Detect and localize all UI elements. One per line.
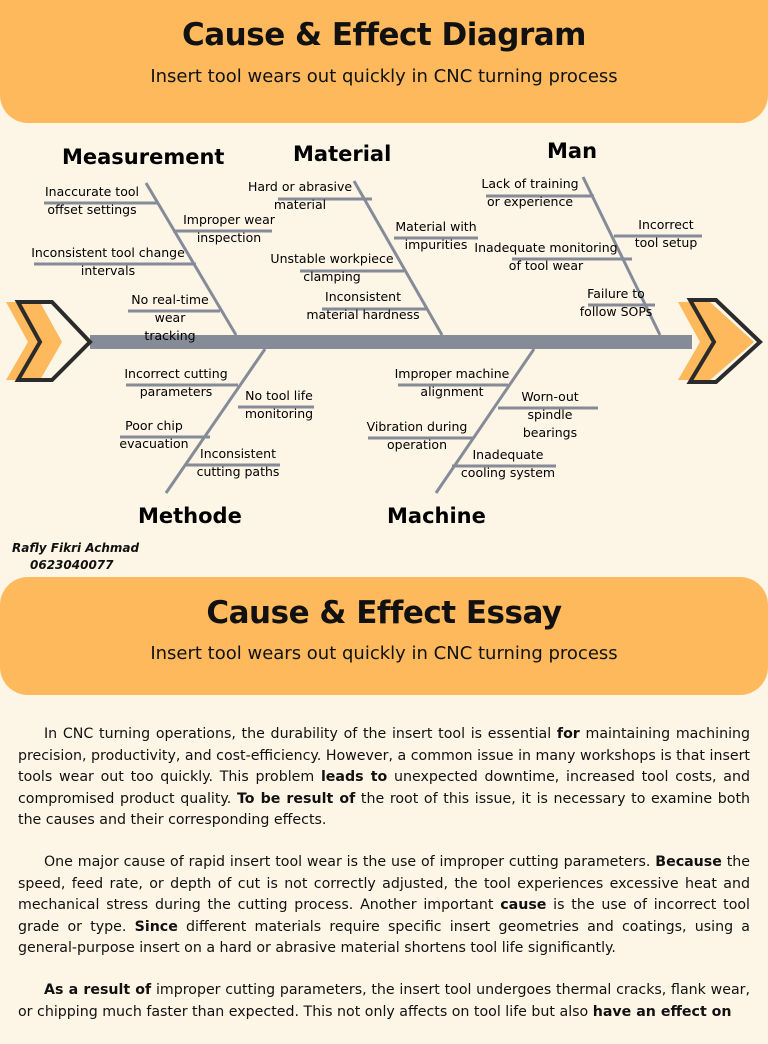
bone-measurement: [144, 182, 238, 336]
author-id: 0623040077: [30, 558, 114, 572]
category-material: Material: [293, 142, 391, 166]
author-info: Rafly Fikri Achmad 0623040077: [12, 540, 139, 574]
essay-body: In CNC turning operations, the durabilit…: [18, 724, 750, 1044]
essay-subtitle: Insert tool wears out quickly in CNC tur…: [150, 643, 618, 664]
fishbone-diagram: Measurement Material Man Methode Machine…: [6, 139, 763, 528]
category-measurement: Measurement: [62, 145, 224, 169]
essay-paragraph: One major cause of rapid insert tool wea…: [18, 854, 751, 956]
category-methode: Methode: [138, 504, 242, 528]
tail-arrow-icon: [6, 302, 62, 380]
diagram-title: Cause & Effect Diagram: [182, 17, 586, 53]
category-man: Man: [547, 139, 597, 163]
author-name: Rafly Fikri Achmad: [12, 541, 140, 555]
diagram-subtitle: Insert tool wears out quickly in CNC tur…: [150, 66, 618, 87]
essay-paragraph: In CNC turning operations, the durabilit…: [18, 726, 751, 828]
bone-methode: [164, 348, 267, 494]
category-machine: Machine: [387, 504, 486, 528]
diagram-header: Cause & Effect Diagram Insert tool wears…: [0, 0, 768, 123]
tail-arrow-outline: [14, 300, 93, 382]
bone-machine: [434, 348, 536, 494]
bone-man: [581, 176, 662, 336]
essay-paragraph: As a result of improper cutting paramete…: [18, 982, 750, 1020]
essay-header: Cause & Effect Essay Insert tool wears o…: [0, 577, 768, 695]
essay-title: Cause & Effect Essay: [206, 595, 562, 631]
head-arrow-icon: [678, 302, 754, 380]
head-arrow-outline: [686, 298, 763, 384]
